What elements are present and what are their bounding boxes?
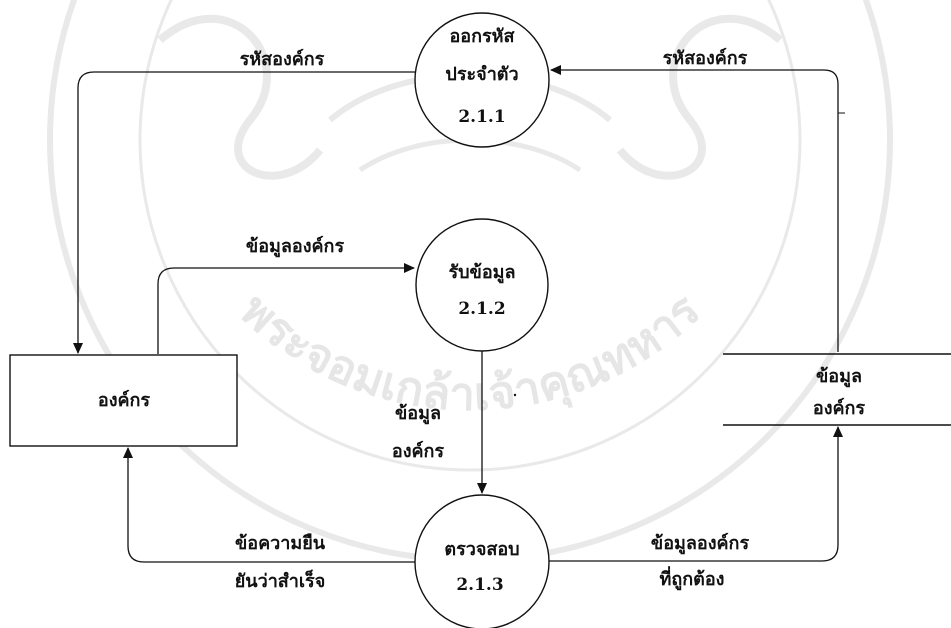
entity-organization[interactable]: องค์กร [9,354,238,447]
flow-label: รหัสองค์กร [240,48,325,70]
flow-valid-to-store[interactable]: ข้อมูลองค์กร ที่ถูกต้อง [549,426,843,591]
process-2-1-2[interactable]: รับข้อมูล 2.1.2 [415,218,549,352]
flow-label-line2: ที่ถูกต้อง [660,566,725,591]
datastore-organization-data[interactable]: ข้อมูล องค์กร [723,353,951,426]
flow-label-line1: ข้อความยืน [235,533,326,554]
process-number: 2.1.3 [456,575,503,595]
flow-line [123,447,415,563]
datastore-label-line2: องค์กร [813,397,866,419]
flow-label-line1: ข้อมูลองค์กร [651,532,750,555]
flow-line [73,71,415,354]
flow-confirm-to-entity[interactable]: ข้อความยืน ยันว่าสำเร็จ [123,447,415,592]
stray-dot [513,393,517,397]
process-label-line2: ประจำตัว [445,64,518,85]
flow-line [550,65,839,352]
process-number: 2.1.2 [458,299,505,319]
process-circle [414,12,550,148]
process-label-line1: ออกรหัส [449,26,515,47]
flow-label: ข้อมูลองค์กร [246,235,345,258]
entity-label: องค์กร [98,389,151,411]
flow-label-line2: องค์กร [392,440,445,462]
process-2-1-3[interactable]: ตรวจสอบ 2.1.3 [414,494,550,628]
flow-receive-to-check[interactable]: ข้อมูล องค์กร [392,351,517,494]
process-label: รับข้อมูล [448,262,515,284]
process-number: 2.1.1 [458,107,505,127]
flow-code-from-store[interactable]: รหัสองค์กร [550,47,845,352]
flow-label-line1: ข้อมูล [395,403,441,425]
datastore-label-line1: ข้อมูล [816,366,862,388]
flow-label: รหัสองค์กร [663,47,748,69]
flow-label-line2: ยันว่าสำเร็จ [235,569,326,592]
process-circle [414,494,550,628]
flow-line [549,426,843,562]
flow-code-to-entity[interactable]: รหัสองค์กร [73,48,415,354]
process-2-1-1[interactable]: ออกรหัส ประจำตัว 2.1.1 [414,12,550,148]
entity-box [9,354,238,447]
flow-entity-to-receive[interactable]: ข้อมูลองค์กร [157,235,415,354]
process-circle [415,218,549,352]
flow-line [157,263,415,354]
process-label: ตรวจสอบ [444,539,519,560]
